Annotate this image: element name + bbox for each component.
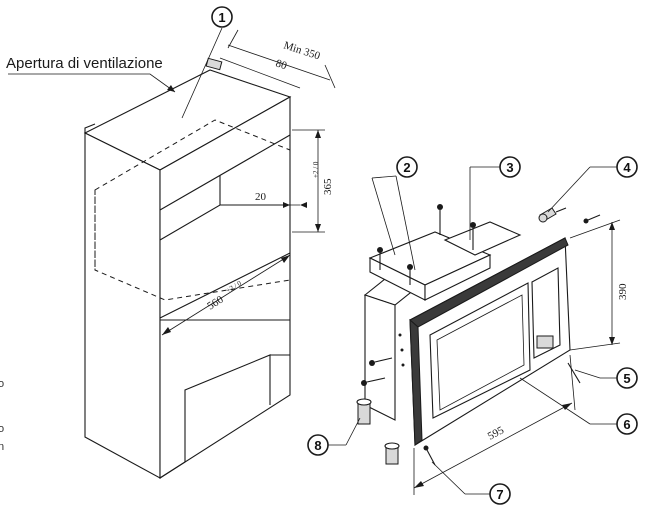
- cabinet: [83, 57, 292, 480]
- trim-kit: [356, 204, 601, 466]
- ventilation-label: Apertura di ventilazione: [6, 55, 163, 72]
- callout-6: 6: [519, 377, 638, 435]
- callout-7: 7: [431, 461, 511, 505]
- svg-text:3: 3: [506, 160, 513, 175]
- callout-8: 8: [307, 417, 361, 456]
- cabinet-height-dimension: 365 +2 / 0: [292, 129, 334, 233]
- svg-text:4: 4: [623, 160, 631, 175]
- svg-text:7: 7: [496, 487, 503, 502]
- gap-dimension: 20: [240, 191, 307, 208]
- cabinet-height-text: 365: [322, 178, 334, 195]
- frame-height-text: 390: [617, 283, 629, 300]
- edge-fragment-3: n: [0, 441, 4, 453]
- svg-text:6: 6: [623, 417, 630, 432]
- callout-5: 5: [574, 367, 638, 389]
- callout-1: 1: [181, 6, 233, 119]
- min-depth-text: Min 350: [282, 39, 322, 62]
- cabinet-height-tolerance: +2 / 0: [312, 161, 320, 178]
- ventilation-leader: [8, 73, 176, 93]
- edge-fragment-2: o: [0, 423, 4, 435]
- callout-3: 3: [469, 156, 521, 240]
- gap-text: 20: [255, 191, 267, 203]
- callout-2: 2: [371, 156, 418, 271]
- svg-text:1: 1: [218, 10, 225, 25]
- svg-text:5: 5: [623, 371, 630, 386]
- callout-4: 4: [547, 156, 638, 213]
- vent-width-dimension: 80: [219, 57, 301, 89]
- frame-height-dimension: 390: [569, 219, 629, 351]
- svg-text:2: 2: [403, 160, 410, 175]
- edge-fragment-1: o: [0, 378, 4, 390]
- vent-width-text: 80: [274, 57, 289, 72]
- svg-text:8: 8: [314, 438, 321, 453]
